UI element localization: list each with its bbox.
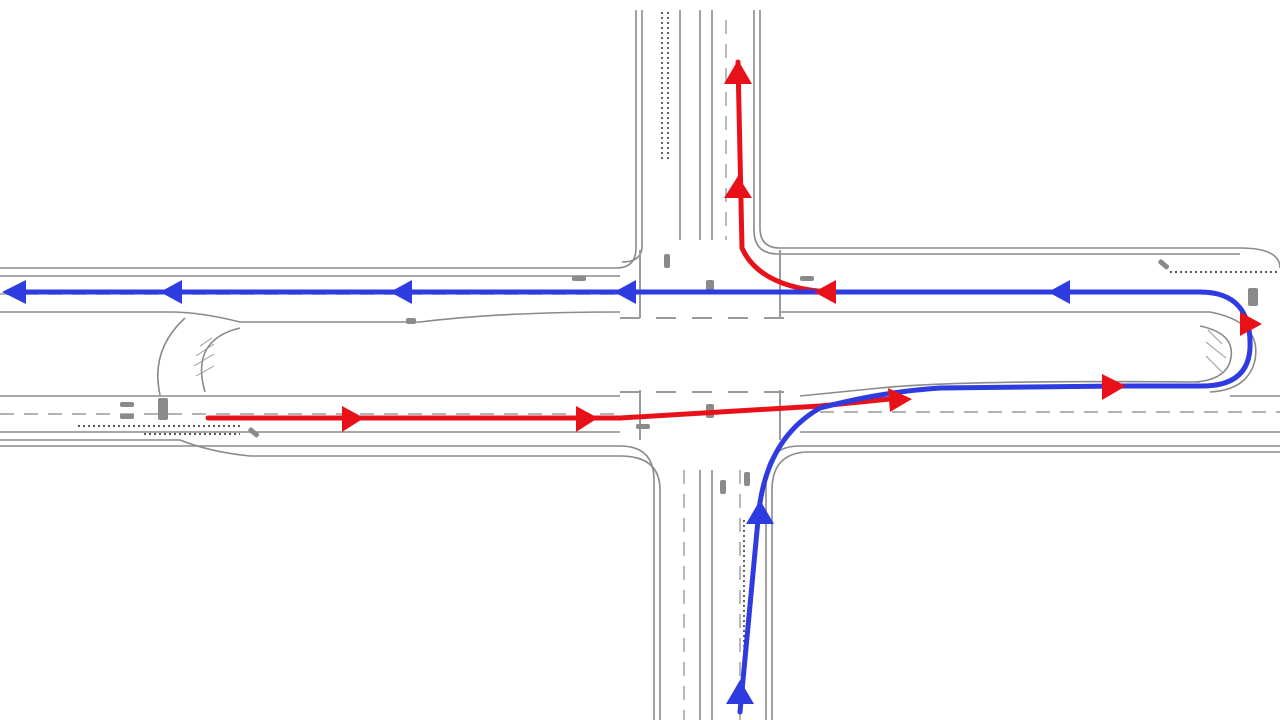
east-uturn-inner <box>1194 325 1233 383</box>
hatched-islands <box>193 329 1227 377</box>
lane-markings <box>0 20 1280 720</box>
north-leg-west-edge-inner <box>621 10 643 263</box>
east-uturn-outer <box>1209 311 1257 393</box>
red-arrowhead <box>724 60 752 84</box>
south-leg-east-edge-inner <box>771 451 1280 720</box>
west-uturn-outer <box>157 317 186 396</box>
blue-arrowhead <box>160 280 182 304</box>
eastbound-north-edge-east <box>799 380 1201 397</box>
crosswalk-markings <box>620 250 800 440</box>
north-leg-east-edge-inner <box>753 10 1240 255</box>
bike-lane-dots <box>78 12 1280 700</box>
south-leg-west-edge-inner <box>0 445 655 720</box>
blue-arrowhead <box>1048 280 1070 304</box>
route-arrowheads <box>2 60 1262 704</box>
blue-arrowhead <box>614 280 636 304</box>
red-arrowhead <box>576 406 598 432</box>
red-arrowhead <box>724 176 752 198</box>
northbound-uturn-loop-route <box>737 383 1125 715</box>
routes <box>9 59 1253 715</box>
red-arrowhead <box>1102 374 1126 400</box>
blue-arrowhead <box>726 680 754 704</box>
north-leg-west-edge <box>0 10 637 269</box>
west-uturn-inner <box>200 327 241 393</box>
north-leg-east-edge <box>759 10 1280 269</box>
blue-arrowhead <box>390 280 412 304</box>
south-leg-east-edge <box>765 445 1280 720</box>
road-network <box>0 10 1280 720</box>
red-arrowhead <box>888 388 912 412</box>
red-arrowhead <box>1240 312 1262 336</box>
south-leg-west-edge <box>0 439 661 720</box>
red-arrowhead <box>814 280 836 304</box>
westbound-to-uturn-route <box>9 289 1253 389</box>
left-turn-northbound-route <box>735 59 833 295</box>
red-arrowhead <box>342 406 364 432</box>
blue-arrowhead <box>2 280 26 304</box>
blue-arrowhead <box>746 500 774 524</box>
through-eastbound-route <box>205 395 903 421</box>
westbound-south-edge <box>0 311 621 323</box>
